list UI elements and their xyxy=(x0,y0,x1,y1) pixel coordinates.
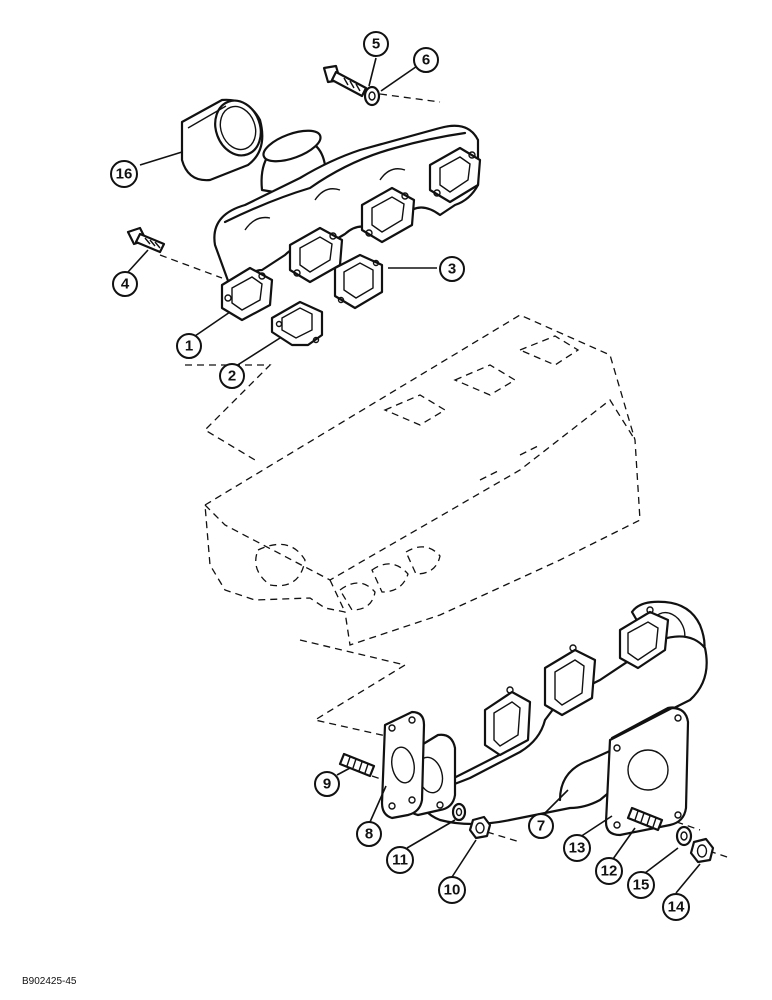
stud-12 xyxy=(626,806,664,832)
washer-6 xyxy=(363,85,381,107)
callout-3: 3 xyxy=(439,256,465,282)
bolt-4 xyxy=(126,226,166,254)
gasket-3 xyxy=(333,253,384,310)
callout-15: 15 xyxy=(627,871,655,899)
svg-text:1: 1 xyxy=(185,338,193,355)
callout-4: 4 xyxy=(112,271,138,297)
callout-11: 11 xyxy=(386,846,414,874)
svg-text:8: 8 xyxy=(365,826,373,843)
gasket-8 xyxy=(380,710,426,820)
callout-7: 7 xyxy=(528,813,554,839)
nut-14 xyxy=(689,837,715,864)
bolt-5 xyxy=(322,64,368,98)
nut-10 xyxy=(468,815,492,840)
sleeve-16 xyxy=(180,98,264,182)
cylinder-head-phantom-outline xyxy=(204,314,641,646)
svg-text:9: 9 xyxy=(323,776,331,793)
callout-9: 9 xyxy=(314,771,340,797)
svg-text:12: 12 xyxy=(601,863,618,880)
callout-8: 8 xyxy=(356,821,382,847)
callout-6: 6 xyxy=(413,47,439,73)
callout-16: 16 xyxy=(110,160,138,188)
svg-text:11: 11 xyxy=(392,852,408,869)
svg-text:7: 7 xyxy=(537,818,545,835)
callout-14: 14 xyxy=(662,893,690,921)
leader-lines xyxy=(127,57,701,894)
svg-text:15: 15 xyxy=(633,877,650,894)
washer-15 xyxy=(675,825,693,847)
gasket-2 xyxy=(270,300,324,347)
washer-11 xyxy=(451,802,467,822)
figure-reference-code: B902425-45 xyxy=(22,976,77,987)
callout-2: 2 xyxy=(219,363,245,389)
svg-text:6: 6 xyxy=(422,52,430,69)
svg-text:14: 14 xyxy=(668,899,685,916)
callout-5: 5 xyxy=(363,31,389,57)
svg-text:10: 10 xyxy=(444,882,461,899)
stud-9 xyxy=(338,752,376,778)
svg-text:13: 13 xyxy=(569,840,586,857)
upper-exhaust-manifold xyxy=(213,124,482,322)
svg-text:16: 16 xyxy=(116,166,133,183)
svg-text:2: 2 xyxy=(228,368,236,385)
callout-10: 10 xyxy=(438,876,466,904)
gasket-13 xyxy=(604,706,690,837)
svg-text:4: 4 xyxy=(121,276,130,293)
callout-1: 1 xyxy=(176,333,202,359)
callout-13: 13 xyxy=(563,834,591,862)
callout-12: 12 xyxy=(595,857,623,885)
svg-text:5: 5 xyxy=(372,36,380,53)
svg-text:3: 3 xyxy=(448,261,456,278)
